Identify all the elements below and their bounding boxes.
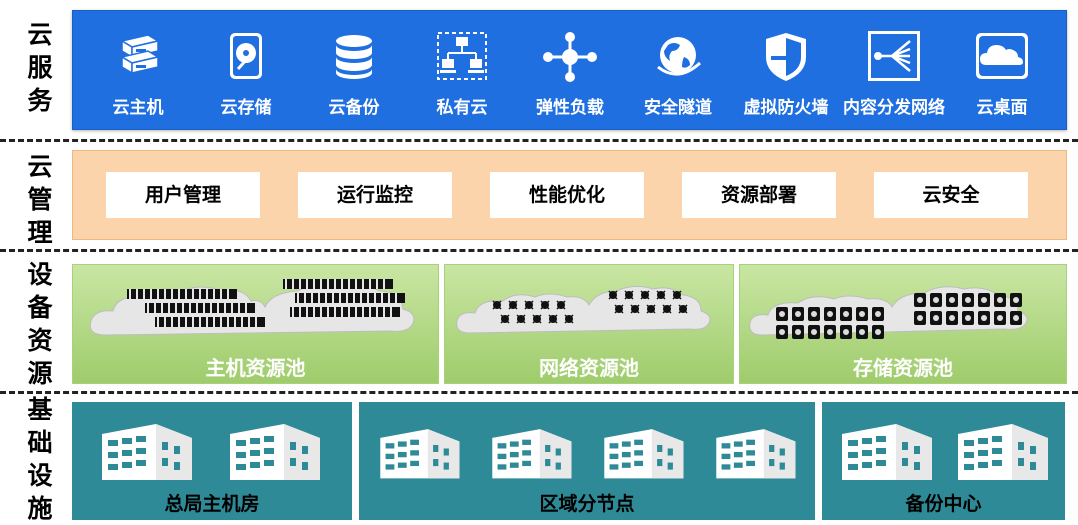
- server-cluster-right: [283, 279, 405, 317]
- infra-label: 备份中心: [905, 493, 982, 515]
- building-icon: [492, 429, 572, 479]
- layer-label-char: 设: [27, 260, 53, 289]
- service-label: 云存储: [220, 98, 272, 118]
- service-cloud-desktop[interactable]: 云桌面: [947, 23, 1057, 123]
- layer-label-char: 施: [27, 494, 53, 523]
- service-label: 云主机: [112, 98, 164, 118]
- service-virtual-firewall[interactable]: 虚拟防火墙: [731, 23, 841, 123]
- private-network-icon: [437, 32, 487, 80]
- load-balancer-icon: [543, 32, 597, 82]
- layer-label-char: 云: [27, 152, 53, 181]
- layer-label-char: 管: [27, 185, 53, 214]
- management-layer: 用户管理 运行监控 性能优化 资源部署 云安全: [72, 150, 1067, 240]
- management-monitoring[interactable]: 运行监控: [298, 172, 452, 218]
- cloud-desktop-icon: [976, 33, 1028, 79]
- pool-label: 存储资源池: [853, 356, 953, 380]
- service-label: 云桌面: [976, 98, 1028, 118]
- building-icon: [380, 429, 460, 479]
- separator-3: [0, 391, 1078, 394]
- building-icon: [604, 429, 684, 479]
- infra-headquarters: 总局主机房: [72, 402, 352, 520]
- infra-label: 总局主机房: [164, 493, 260, 515]
- infra-regional-nodes: 区域分节点: [359, 402, 815, 520]
- layer-label-char: 源: [27, 359, 53, 388]
- layer-label-infrastructure: 基础设施: [18, 393, 62, 525]
- pool-network: 网络资源池: [444, 264, 734, 384]
- layer-label-char: 础: [27, 428, 53, 457]
- building-icon: [716, 429, 796, 479]
- layer-label-char: 设: [27, 461, 53, 490]
- management-security[interactable]: 云安全: [874, 172, 1028, 218]
- layer-label-char: 云: [27, 20, 53, 49]
- layer-label-char: 资: [27, 326, 53, 355]
- layer-label-management: 云管理: [18, 150, 62, 249]
- building-icon: [102, 424, 192, 480]
- separator-2: [0, 249, 1078, 252]
- server-cluster-left: [127, 289, 265, 327]
- pool-label: 主机资源池: [205, 356, 306, 380]
- pool-label: 网络资源池: [539, 356, 639, 380]
- layer-label-char: 服: [27, 53, 53, 82]
- service-cloud-backup[interactable]: 云备份: [299, 23, 409, 123]
- service-label: 虚拟防火墙: [743, 98, 829, 118]
- layer-label-service: 云服务: [18, 18, 62, 117]
- service-cdn[interactable]: 内容分发网络: [839, 23, 949, 123]
- building-icon: [842, 424, 932, 480]
- infra-label: 区域分节点: [539, 493, 635, 515]
- service-label: 内容分发网络: [843, 98, 945, 118]
- building-icon: [958, 424, 1048, 480]
- hard-disk-icon: [230, 33, 262, 79]
- management-user[interactable]: 用户管理: [106, 172, 260, 218]
- separator-1: [0, 139, 1078, 142]
- infra-backup-center: 备份中心: [822, 402, 1065, 520]
- pool-host: 主机资源池: [72, 264, 439, 384]
- service-cloud-host[interactable]: 云主机: [83, 23, 193, 123]
- service-label: 私有云: [436, 98, 488, 118]
- storage-cloud-graphic: [749, 286, 1028, 339]
- server-stack-icon: [120, 34, 160, 75]
- layer-label-char: 务: [27, 86, 53, 115]
- service-secure-tunnel[interactable]: 安全隧道: [623, 23, 733, 123]
- building-icon: [230, 424, 320, 480]
- network-cloud-graphic: [456, 285, 711, 334]
- management-performance[interactable]: 性能优化: [490, 172, 644, 218]
- host-cloud-graphic: [89, 279, 415, 336]
- service-label: 安全隧道: [644, 98, 712, 118]
- layer-label-resources: 设备资源: [18, 258, 62, 390]
- service-cloud-storage[interactable]: 云存储: [191, 23, 301, 123]
- service-elastic-load[interactable]: 弹性负载: [515, 23, 625, 123]
- database-icon: [336, 35, 372, 79]
- globe-tunnel-icon: [657, 37, 702, 76]
- service-layer: 云主机 云存储 云备份: [72, 10, 1067, 130]
- server-racks: [127, 279, 405, 327]
- management-deployment[interactable]: 资源部署: [682, 172, 836, 218]
- cdn-distribution-icon: [868, 31, 920, 81]
- service-label: 云备份: [328, 98, 380, 118]
- layer-label-char: 基: [27, 395, 53, 424]
- pool-storage: 存储资源池: [739, 264, 1067, 384]
- layer-label-char: 备: [27, 293, 53, 322]
- service-private-cloud[interactable]: 私有云: [407, 23, 517, 123]
- shield-icon: [766, 33, 806, 81]
- layer-label-char: 理: [27, 218, 53, 247]
- service-label: 弹性负载: [536, 98, 604, 118]
